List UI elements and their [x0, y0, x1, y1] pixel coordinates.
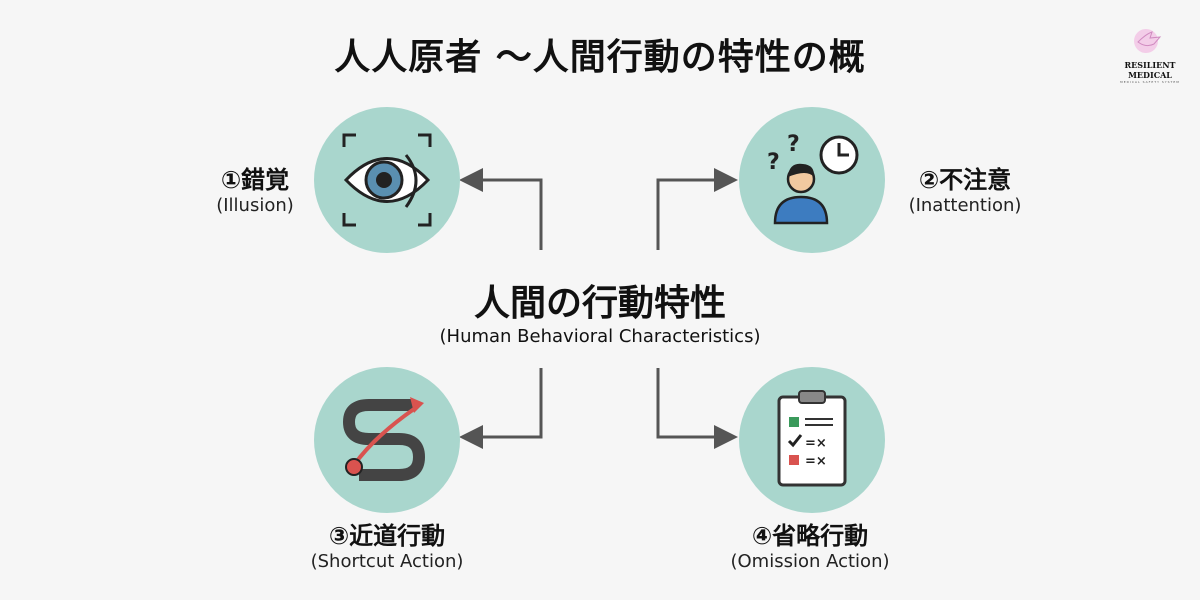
svg-text:=×: =× — [805, 454, 827, 469]
label-en: (Omission Action) — [730, 551, 890, 572]
label-en: (Shortcut Action) — [310, 551, 464, 572]
page-title: 人人原者 〜人間行動の特性の概 — [334, 37, 866, 78]
center-title-en: (Human Behavioral Characteristics) — [439, 326, 761, 347]
shortcut-path-icon — [342, 397, 426, 481]
label-shortcut: ③近道行動 (Shortcut Action) — [311, 516, 464, 572]
label-illusion: ①錯覚 (Illusion) — [216, 160, 294, 216]
logo-subtitle: MEDICAL SAFETY SYSTEM — [1120, 80, 1180, 84]
center-title-jp: 人間の行動特性 — [473, 283, 727, 324]
shortcut-circle — [314, 367, 460, 513]
label-inattention: ②不注意 (Inattention) — [909, 160, 1022, 216]
logo: RESILIENT MEDICAL MEDICAL SAFETY SYSTEM — [1110, 28, 1190, 84]
omission-circle: =× =× — [739, 367, 885, 513]
label-omission: ④省略行動 (Omission Action) — [730, 516, 889, 572]
arrow-to-omission — [656, 368, 738, 449]
label-jp: ③近道行動 — [328, 522, 446, 550]
center-topic: 人間の行動特性 (Human Behavioral Characteristic… — [440, 274, 761, 347]
label-en: (Inattention) — [908, 195, 1022, 216]
checklist-icon: =× =× — [777, 390, 847, 487]
svg-text:?: ? — [767, 150, 780, 175]
svg-text:=×: =× — [805, 436, 827, 451]
label-jp: ①錯覚 — [220, 166, 290, 194]
label-jp: ④省略行動 — [751, 522, 869, 550]
eye-icon — [342, 133, 432, 227]
arrow-to-inattention — [656, 168, 738, 250]
illusion-circle — [314, 107, 460, 253]
confused-person-clock-icon: ? ? — [767, 132, 859, 225]
logo-name: RESILIENT MEDICAL — [1124, 60, 1176, 80]
arrow-to-illusion — [459, 168, 543, 250]
svg-text:?: ? — [787, 132, 800, 157]
dove-logo-icon — [1134, 29, 1162, 53]
arrow-to-shortcut — [459, 368, 543, 449]
label-en: (Illusion) — [216, 195, 294, 216]
label-jp: ②不注意 — [918, 166, 1012, 194]
inattention-circle: ? ? — [739, 107, 885, 253]
